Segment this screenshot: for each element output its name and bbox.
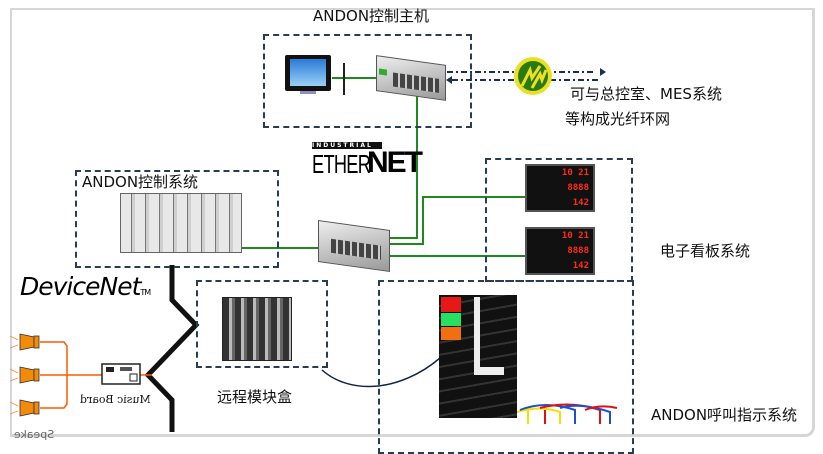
andon-call-title: ANDON呼叫指示系统	[651, 406, 798, 424]
remote-io-module	[222, 297, 292, 361]
music-board-icon	[101, 363, 141, 385]
ring-note-line2: 等构成光纤环网	[565, 110, 671, 128]
audio-cables	[40, 341, 152, 409]
keyboard-icon	[343, 63, 345, 95]
diagram-frame	[10, 8, 815, 437]
tower-light-photo	[439, 295, 517, 418]
plc-rack	[120, 193, 242, 253]
monitor-stand	[300, 91, 316, 94]
ring-note-line1: 可与总控室、MES系统	[570, 85, 722, 103]
devicenet-logo: DeviceNetTM	[20, 272, 151, 301]
led-display-board: 10 21 8888 142	[525, 227, 595, 275]
led-display-board: 10 21 8888 142	[525, 164, 595, 212]
remote-module-box	[196, 280, 328, 368]
switch-to-display1-cable	[390, 196, 525, 245]
monitor-icon	[285, 55, 331, 91]
speaker-icon	[19, 399, 40, 417]
speakers-label: Speake	[14, 428, 55, 441]
control-system-box	[75, 170, 279, 268]
speakers	[19, 333, 40, 417]
connection-layer	[9, 57, 618, 432]
indicator-wires	[516, 403, 618, 424]
music-board-label: Music Board	[80, 393, 151, 406]
sound-waves	[9, 335, 19, 415]
arrow-left-icon	[446, 76, 452, 84]
host-group-box	[263, 34, 472, 128]
display-system-title: 电子看板系统	[660, 242, 751, 260]
remote-module-title: 远程模块盒	[217, 388, 293, 406]
arrow-right-icon	[600, 68, 606, 76]
host-to-switch-cable	[390, 96, 418, 239]
ethernet-cables	[240, 77, 525, 257]
signal-cable	[321, 357, 441, 388]
devicenet-cable	[144, 265, 200, 432]
speaker-icon	[19, 333, 40, 351]
speaker-icon	[19, 366, 40, 384]
control-system-title: ANDON控制系统	[82, 173, 199, 191]
host-title: ANDON控制主机	[313, 7, 430, 25]
fiber-network-icon	[514, 57, 552, 95]
